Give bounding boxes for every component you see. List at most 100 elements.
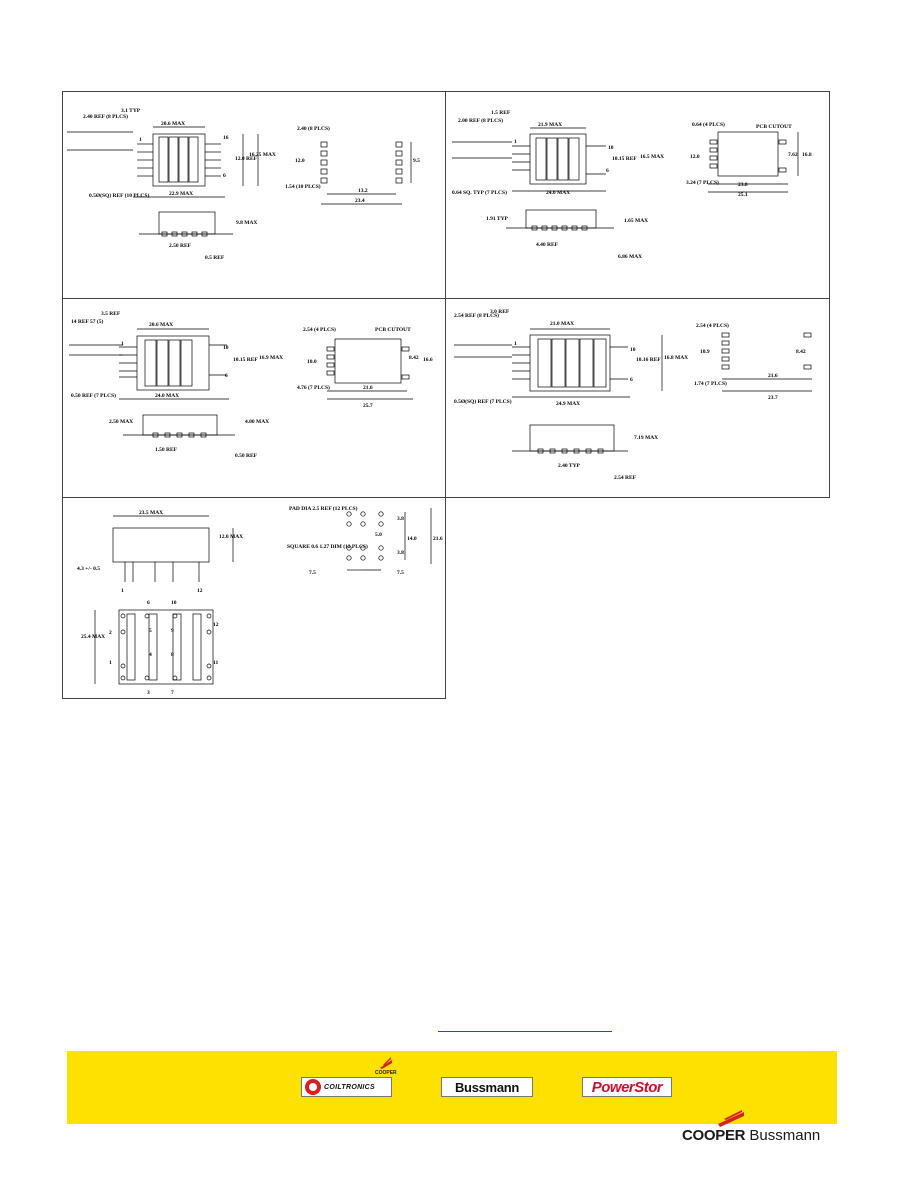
- dim-label-3-o: 10.0: [307, 359, 317, 365]
- dim-label-1-d: 12.0 REF: [235, 156, 258, 162]
- powerstor-label: PowerStor: [591, 1078, 663, 1096]
- pin-label-5-e: 12: [197, 588, 203, 594]
- dim-label-4-s: 2.54 REF: [614, 475, 637, 481]
- pin-label-4-r: 6: [630, 377, 633, 383]
- dim-label-4-k: 2.54 (4 PLCS): [696, 322, 729, 329]
- dim-label-3-k: 1.50 REF: [155, 447, 178, 453]
- pin-label-2-d: 10: [608, 145, 614, 151]
- dim-label-2-r: 23.8: [738, 182, 748, 188]
- drawing-svg-4: 2.54 REF (8 PLCS) 3.0 REF 21.0 MAX 10 10…: [454, 309, 812, 481]
- dim-label-4-l: 10.9: [700, 349, 710, 355]
- pin-label-5-n: 7: [171, 690, 174, 696]
- pin-label-5-d: 1: [121, 588, 124, 594]
- dim-label-4-e: 10.16 REF: [636, 357, 661, 363]
- dim-label-1-a: 2.40 REF (8 PLCS): [83, 113, 128, 120]
- bussmann-logo[interactable]: Bussmann: [441, 1077, 533, 1097]
- pin-label-5-g: 10: [171, 600, 177, 606]
- dim-label-3-i: 2.50 MAX: [109, 419, 133, 425]
- pin-label-1-r: 1: [139, 137, 142, 143]
- powerstor-logo[interactable]: PowerStor: [582, 1077, 672, 1097]
- dim-label-2-o: 12.0: [690, 154, 700, 160]
- dim-label-3-c: 20.6 MAX: [149, 322, 173, 328]
- dim-label-2-i: 1.91 TYP: [486, 216, 509, 222]
- dim-label-4-n: 21.6: [768, 373, 778, 379]
- brand-band: COILTRONICS Bussmann PowerStor: [67, 1051, 837, 1124]
- dim-label-1-n: 13.2: [358, 188, 368, 194]
- coiltronics-c-icon: [305, 1079, 321, 1095]
- dim-label-2-a: 2.00 REF (8 PLCS): [458, 117, 503, 124]
- dim-label-4-a: 2.54 REF (8 PLCS): [454, 312, 499, 319]
- dim-label-3-s: 25.7: [363, 403, 373, 409]
- dim-label-4-m: 1.74 (7 PLCS): [694, 380, 727, 387]
- dim-label-3-p: 8.42: [409, 355, 419, 361]
- dim-label-5-aa: 7.5: [397, 570, 404, 576]
- dim-label-5-u: 5.0: [375, 532, 382, 538]
- dim-label-2-m: 0.64 (4 PLCS): [692, 121, 725, 128]
- dim-label-5-z: 7.5: [309, 570, 316, 576]
- dim-label-3-q: 4.76 (7 PLCS): [297, 384, 330, 391]
- pin-label-5-p: 9: [171, 628, 174, 634]
- dim-label-4-j: 2.40 TYP: [558, 463, 581, 469]
- dim-label-1-o: 23.4: [355, 198, 365, 204]
- dim-label-4-p: 8.42: [796, 349, 806, 355]
- pin-label-4-q: 1: [514, 341, 517, 347]
- cooper-bussmann-wordmark[interactable]: COOPER Bussmann: [682, 1127, 820, 1144]
- pin-label-1-s: 6: [223, 173, 226, 179]
- pin-label-5-i: 1: [109, 660, 112, 666]
- dim-label-2-s: 25.1: [738, 192, 748, 198]
- dim-label-2-p: 7.62: [788, 152, 798, 158]
- dim-label-4-b: 3.0 REF: [490, 309, 510, 315]
- dim-label-1-h: 9.8 MAX: [236, 220, 257, 226]
- dim-label-2-f: 16.5 MAX: [640, 154, 664, 160]
- link-underline[interactable]: [438, 1031, 612, 1032]
- dim-label-4-h: 0.5Ø(SQ) REF (7 PLCS): [454, 398, 512, 405]
- dim-label-4-i: 7.19 MAX: [634, 435, 658, 441]
- dim-label-1-g: 22.9 MAX: [169, 191, 193, 197]
- bussmann-cooper-label: COOPER: [375, 1070, 397, 1076]
- pin-label-2-v: 6: [606, 168, 609, 174]
- dim-label-2-c: 21.9 MAX: [538, 122, 562, 128]
- dim-label-3-f: 16.9 MAX: [259, 355, 283, 361]
- dim-label-1-b: 3.1 TYP: [121, 108, 141, 114]
- pin-label-5-k: 12: [213, 622, 219, 628]
- drawing-panel-3: 14 REF 57 (5) 3.5 REF 20.6 MAX 10 10.15 …: [62, 298, 446, 498]
- dim-label-5-t: SQUARE 0.6 1.27 DIM (12 PLCS): [287, 543, 368, 550]
- dim-label-3-t: 16.6: [423, 357, 433, 363]
- pin-label-4-d: 10: [630, 347, 636, 353]
- dim-label-2-g: 24.0 MAX: [546, 190, 570, 196]
- drawing-grid: 2.40 REF (8 PLCS) 3.1 TYP 20.6 MAX 12.0 …: [62, 91, 830, 699]
- dim-label-2-n: PCB CUTOUT: [756, 124, 792, 130]
- dim-label-3-g: 24.0 MAX: [155, 393, 179, 399]
- dim-label-2-l: 6.86 MAX: [618, 254, 642, 260]
- dim-label-2-j: 1.65 MAX: [624, 218, 648, 224]
- dim-label-5-x: 21.6: [433, 536, 443, 542]
- pin-label-3-d: 10: [223, 345, 229, 351]
- dim-label-5-s: PAD DIA 2.5 REF (12 PLCS): [289, 505, 358, 512]
- dim-label-3-r: 21.6: [363, 385, 373, 391]
- drawing-panel-4: 2.54 REF (8 PLCS) 3.0 REF 21.0 MAX 10 10…: [445, 298, 830, 498]
- dim-label-4-f: 16.8 MAX: [664, 355, 688, 361]
- dim-label-1-i: 2.50 REF: [169, 243, 192, 249]
- dim-label-1-p: 9.5: [413, 158, 420, 164]
- drawing-svg-2: 2.00 REF (8 PLCS) 1.5 REF 21.9 MAX 10 10…: [452, 110, 812, 260]
- bussmann-flame-icon: [380, 1057, 392, 1069]
- dim-label-1-k: 2.40 (8 PLCS): [297, 125, 330, 132]
- drawing-svg-1: 2.40 REF (8 PLCS) 3.1 TYP 20.6 MAX 12.0 …: [67, 108, 420, 261]
- pin-label-5-q: 4: [149, 652, 152, 658]
- dim-label-2-q: 16.8: [802, 152, 812, 158]
- dim-label-1-c: 20.6 MAX: [161, 121, 185, 127]
- pin-label-5-h: 2: [109, 630, 112, 636]
- dim-label-4-g: 24.9 MAX: [556, 401, 580, 407]
- dim-label-5-a: 23.5 MAX: [139, 510, 163, 516]
- pin-label-5-l: 11: [213, 660, 218, 666]
- dim-label-3-m: 2.54 (4 PLCS): [303, 326, 336, 333]
- dim-label-3-a: 14 REF 57 (5): [71, 318, 104, 325]
- drawing-svg-5: 23.5 MAX 12.0 MAX 4.3 +/- 0.5 1 12 6 10 …: [77, 505, 443, 696]
- dim-label-3-j: 4.00 MAX: [245, 419, 269, 425]
- pin-label-2-u: 1: [514, 139, 517, 145]
- coiltronics-logo[interactable]: COILTRONICS: [301, 1077, 392, 1097]
- dim-label-2-k: 4.40 REF: [536, 242, 559, 248]
- cooper-mark-icon: [718, 1110, 744, 1127]
- dim-label-1-e: 16.25 MAX: [249, 152, 276, 158]
- dim-label-3-h: 0.50 REF (7 PLCS): [71, 392, 116, 399]
